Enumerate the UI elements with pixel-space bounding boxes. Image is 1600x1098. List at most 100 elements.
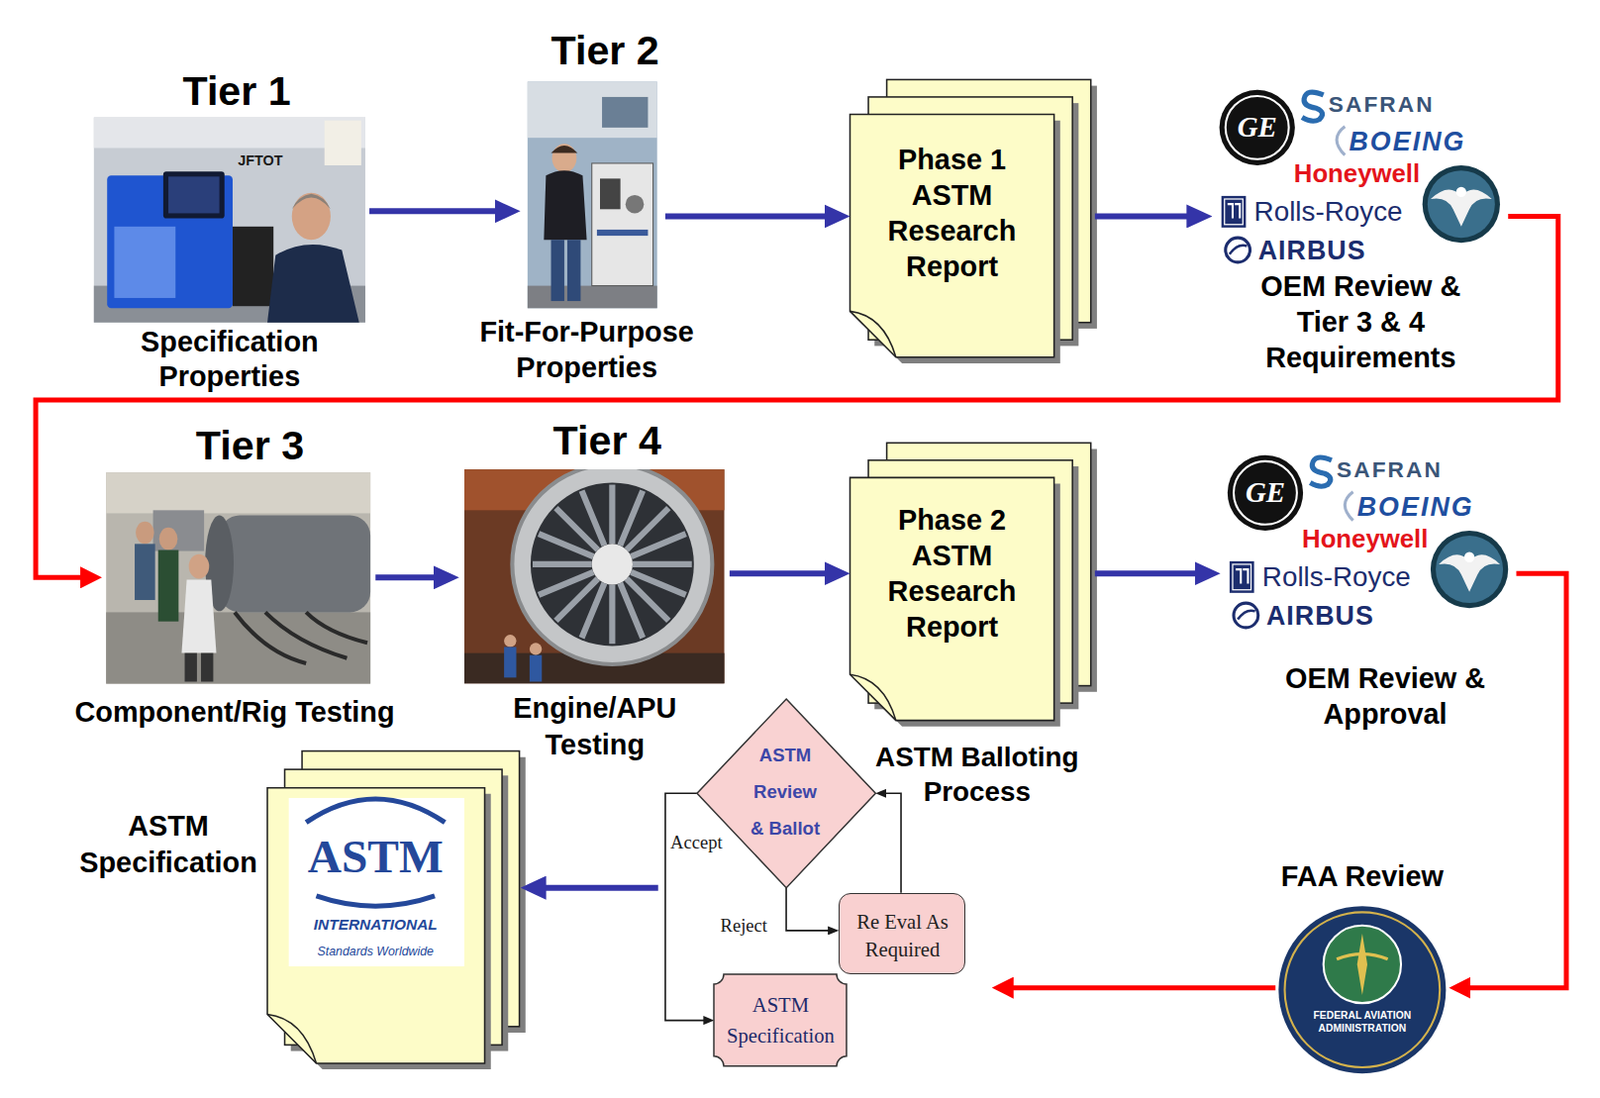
specification-document [315, 896, 435, 906]
lab-photo [113, 226, 176, 299]
logo-text: Standards Worldwide [291, 944, 461, 960]
spec-outline [713, 974, 847, 1067]
oem-group: GESAFRANBOEINGHoneywellRolls-RoyceAIRBUS… [1211, 84, 1508, 381]
logo-text: BOEING [1348, 126, 1487, 158]
spec-text: ASTM Specification [721, 990, 841, 1052]
rig-photo [527, 81, 658, 308]
logo-text: Rolls-Royce [1262, 561, 1426, 595]
engine-photo [529, 642, 542, 655]
component-rig-photo [105, 611, 371, 684]
lab-photo [232, 226, 274, 306]
engine-photo [592, 543, 633, 585]
specification-document [267, 788, 486, 1064]
specification-document [267, 1013, 316, 1063]
rig-photo [600, 178, 621, 209]
logo-text: GE [1240, 475, 1290, 510]
flow-arrow [665, 793, 705, 1020]
spec-outline [713, 974, 847, 1067]
component-rig-photo [105, 472, 371, 513]
oem-logos [1456, 187, 1467, 198]
tier-panel: Tier 3Component/Rig Testing [101, 421, 376, 731]
logo-text: BOEING [1357, 492, 1496, 523]
faa-heading: FAA Review [1275, 859, 1449, 895]
lab-photo [292, 194, 331, 209]
component-rig-photo [158, 550, 180, 622]
process-box: Re Eval As Required [838, 893, 966, 975]
lab-photo [267, 244, 360, 323]
logo-text: INTERNATIONAL [291, 915, 461, 935]
component-rig-photo [135, 521, 155, 545]
tier-heading: Tier 3 [147, 423, 352, 469]
flow-arrow [665, 212, 827, 219]
oem-logos [1301, 92, 1324, 121]
oem-logos [1422, 165, 1500, 243]
logo-text: Honeywell [1301, 523, 1435, 555]
tier-panel: Tier 2Fit-For-Purpose Properties [520, 24, 666, 395]
ballot-region: ASTM Balloting ProcessASTM Review & Ball… [658, 694, 993, 1072]
component-rig-photo [105, 472, 371, 684]
tier-heading: Tier 4 [504, 418, 709, 464]
lab-photo [106, 175, 233, 308]
oem-caption: OEM Review & Tier 3 & 4 Requirements [1251, 268, 1472, 376]
rig-photo [527, 286, 658, 309]
logo-text: Rolls-Royce [1254, 196, 1418, 229]
oem-logos [1225, 96, 1290, 160]
specification-document [267, 751, 526, 1071]
logo-text: GE [1232, 109, 1282, 145]
tier-caption: Component/Rig Testing [61, 695, 408, 730]
component-rig-photo [189, 554, 210, 580]
flow-arrow [729, 570, 827, 577]
report-text: Phase 2 ASTM Research Report [875, 501, 1029, 645]
process-text: Re Eval As Required [844, 908, 960, 965]
oem-group: GESAFRANBOEINGHoneywellRolls-RoyceAIRBUS… [1220, 448, 1517, 735]
engine-photo [464, 469, 725, 684]
oem-logos [1336, 126, 1345, 156]
flow-arrow [1095, 212, 1190, 219]
component-rig-photo [105, 472, 371, 684]
component-rig-photo [234, 611, 368, 664]
oem-logos [1224, 199, 1244, 225]
decision-text: ASTM Review & Ballot [746, 736, 823, 847]
rig-photo [625, 195, 645, 214]
flow-arrow [375, 574, 436, 581]
faa-seal-emblem [1278, 905, 1446, 1074]
photo-text: JFTOT [237, 152, 301, 171]
component-rig-photo [200, 653, 213, 683]
component-rig-photo [153, 509, 205, 551]
rig-photo [567, 239, 581, 301]
rig-photo [527, 81, 658, 308]
decision-diamond: ASTM Review & Ballot [697, 699, 876, 889]
component-rig-photo [159, 527, 179, 551]
rig-photo [551, 145, 579, 154]
logo-text: SAFRAN [1328, 91, 1452, 118]
flow-arrow [786, 888, 830, 931]
oem-logos [1225, 237, 1251, 263]
lab-photo [163, 171, 225, 218]
engine-photo [503, 634, 516, 647]
oem-logos [1219, 90, 1296, 166]
faa-seal-emblem [1285, 911, 1441, 1068]
oem-logos [1427, 170, 1496, 238]
engine-photo [529, 655, 542, 683]
flow-arrow [1011, 985, 1277, 991]
component-rig-photo [185, 653, 198, 683]
tier-panel: Tier 1Specification Properties [90, 63, 370, 400]
spec-box: ASTM Specification [713, 974, 847, 1067]
document-heading: ASTM Specification [71, 807, 266, 882]
logo-text: AIRBUS [1258, 235, 1387, 267]
lab-photo [94, 117, 366, 323]
process-heading: ASTM Balloting Process [867, 739, 1088, 809]
report-stack [850, 79, 1098, 364]
oem-caption: OEM Review & Approval [1275, 660, 1496, 732]
rig-photo [527, 81, 658, 138]
oem-logos [1229, 245, 1248, 255]
lab-photo [94, 117, 366, 323]
faa-seal: FAA ReviewFEDERAL AVIATION ADMINISTRATIO… [1275, 857, 1449, 1077]
report-stack [850, 113, 1055, 357]
lab-photo [168, 176, 220, 213]
flow-arrow [884, 793, 901, 894]
report-stack: Phase 1 ASTM Research Report [850, 77, 1096, 359]
spec-document: ASTM SpecificationASTMINTERNATIONALStand… [69, 748, 521, 1067]
lab-photo [324, 120, 362, 166]
edge-label: Reject [720, 914, 783, 938]
